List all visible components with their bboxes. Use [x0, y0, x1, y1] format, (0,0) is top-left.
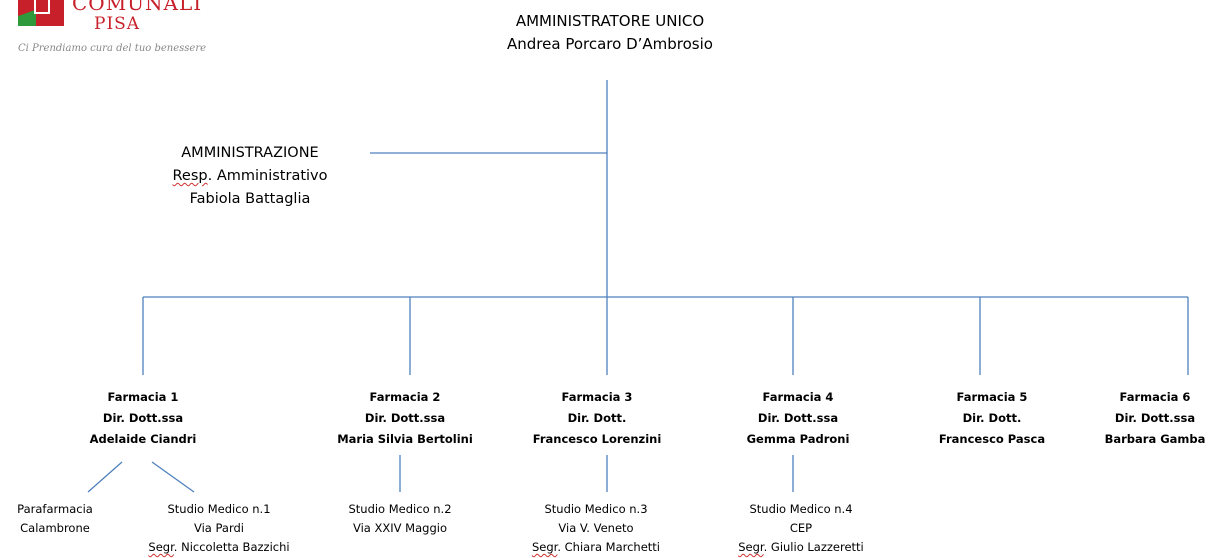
node-title: Farmacia 1: [107, 390, 179, 404]
node-title: AMMINISTRAZIONE: [181, 145, 319, 161]
node-location: Calambrone: [20, 521, 90, 535]
node-title: Farmacia 2: [369, 390, 441, 404]
node-farmacia-3: Farmacia 3 Dir. Dott. Francesco Lorenzin…: [507, 387, 687, 450]
node-studio-medico-2: Studio Medico n.2 Via XXIV Maggio: [315, 500, 485, 538]
node-title: Farmacia 4: [762, 390, 834, 404]
node-studio-medico-1: Studio Medico n.1 Via Pardi Segr. Niccol…: [134, 500, 304, 557]
node-studio-medico-3: Studio Medico n.3 Via V. Veneto Segr. Ch…: [511, 500, 681, 557]
node-role: Dir. Dott.ssa: [364, 411, 446, 425]
node-location: Via XXIV Maggio: [353, 521, 447, 535]
node-amministratore-unico: AMMINISTRATORE UNICO Andrea Porcaro D’Am…: [430, 10, 790, 56]
node-farmacia-6: Farmacia 6 Dir. Dott.ssa Barbara Gamba: [1065, 387, 1216, 450]
node-person: Francesco Lorenzini: [532, 432, 662, 446]
node-title: AMMINISTRATORE UNICO: [515, 12, 705, 30]
node-person: Adelaide Ciandri: [89, 432, 197, 446]
node-secretary: Segr. Giulio Lazzeretti: [738, 540, 864, 554]
node-person: Barbara Gamba: [1104, 432, 1206, 446]
node-studio-medico-4: Studio Medico n.4 CEP Segr. Giulio Lazze…: [716, 500, 886, 557]
logo-wordmark-line2: PISA: [94, 14, 141, 34]
node-title: Studio Medico n.4: [749, 502, 853, 516]
node-farmacia-5: Farmacia 5 Dir. Dott. Francesco Pasca: [902, 387, 1082, 450]
node-role: Resp. Amministrativo: [172, 168, 328, 184]
node-person: Fabiola Battaglia: [189, 191, 311, 207]
node-farmacia-2: Farmacia 2 Dir. Dott.ssa Maria Silvia Be…: [315, 387, 495, 450]
node-role: Dir. Dott.ssa: [102, 411, 184, 425]
node-person: Maria Silvia Bertolini: [337, 432, 473, 446]
node-parafarmacia-calambrone: Parafarmacia Calambrone: [0, 500, 140, 538]
node-role: Dir. Dott.ssa: [1114, 411, 1196, 425]
node-location: Via V. Veneto: [558, 521, 634, 535]
connector-farmacia-1-studio-1: [151, 461, 195, 493]
logo: COMUNALI PISA Ci Prendiamo cura del tuo …: [0, 0, 260, 60]
node-title: Farmacia 5: [956, 390, 1028, 404]
node-amministrazione: AMMINISTRAZIONE Resp. Amministrativo Fab…: [130, 142, 370, 211]
connector-farmacia-1-parafarmacia: [87, 461, 123, 493]
logo-tagline: Ci Prendiamo cura del tuo benessere: [18, 43, 207, 54]
node-location: CEP: [789, 521, 813, 535]
node-farmacia-1: Farmacia 1 Dir. Dott.ssa Adelaide Ciandr…: [53, 387, 233, 450]
node-farmacia-4: Farmacia 4 Dir. Dott.ssa Gemma Padroni: [708, 387, 888, 450]
node-role: Dir. Dott.ssa: [757, 411, 839, 425]
node-location: Via Pardi: [194, 521, 244, 535]
logo-wordmark-line1: COMUNALI: [72, 0, 203, 15]
node-title: Parafarmacia: [17, 502, 93, 516]
node-title: Farmacia 6: [1119, 390, 1191, 404]
node-title: Studio Medico n.1: [167, 502, 271, 516]
node-secretary: Segr. Chiara Marchetti: [531, 540, 660, 554]
node-person: Andrea Porcaro D’Ambrosio: [507, 35, 713, 53]
node-title: Studio Medico n.2: [348, 502, 452, 516]
node-title: Farmacia 3: [561, 390, 633, 404]
node-person: Francesco Pasca: [938, 432, 1046, 446]
node-person: Gemma Padroni: [746, 432, 850, 446]
node-title: Studio Medico n.3: [544, 502, 648, 516]
pisa-logo-icon: [18, 0, 64, 26]
node-role: Dir. Dott.: [962, 411, 1022, 425]
node-secretary: Segr. Niccoletta Bazzichi: [148, 540, 290, 554]
node-role: Dir. Dott.: [567, 411, 627, 425]
